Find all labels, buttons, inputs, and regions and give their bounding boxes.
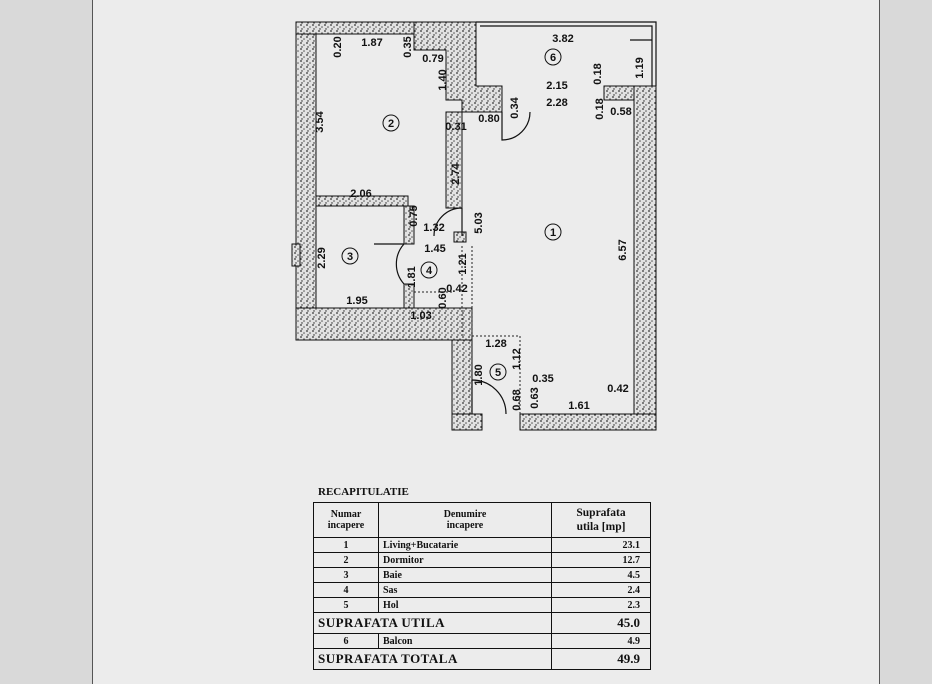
row-area: 4.9 — [551, 633, 651, 649]
row-area: 2.4 — [551, 582, 651, 598]
useful-area-label: SUPRAFATA UTILA — [313, 612, 552, 634]
row-num: 5 — [313, 597, 379, 613]
total-area-value: 49.9 — [551, 648, 651, 670]
table-row: 5 Hol 2.3 — [313, 597, 651, 613]
row-area: 12.7 — [551, 552, 651, 568]
row-num: 4 — [313, 582, 379, 598]
row-name: Living+Bucatarie — [378, 537, 552, 553]
total-area-row: SUPRAFATA TOTALA 49.9 — [313, 648, 651, 670]
balcony-row: 6 Balcon 4.9 — [313, 633, 651, 649]
table-row: 2 Dormitor 12.7 — [313, 552, 651, 568]
row-num: 3 — [313, 567, 379, 583]
row-name: Baie — [378, 567, 552, 583]
row-name: Hol — [378, 597, 552, 613]
row-area: 2.3 — [551, 597, 651, 613]
row-num: 1 — [313, 537, 379, 553]
row-name: Balcon — [378, 633, 552, 649]
useful-area-value: 45.0 — [551, 612, 651, 634]
row-area: 23.1 — [551, 537, 651, 553]
row-area: 4.5 — [551, 567, 651, 583]
row-name: Sas — [378, 582, 552, 598]
row-num: 6 — [313, 633, 379, 649]
table-row: 4 Sas 2.4 — [313, 582, 651, 598]
table-row: 3 Baie 4.5 — [313, 567, 651, 583]
total-area-label: SUPRAFATA TOTALA — [313, 648, 552, 670]
row-name: Dormitor — [378, 552, 552, 568]
recap-title: RECAPITULATIE — [318, 486, 409, 498]
useful-area-row: SUPRAFATA UTILA 45.0 — [313, 612, 651, 634]
table-row: 1 Living+Bucatarie 23.1 — [313, 537, 651, 553]
row-num: 2 — [313, 552, 379, 568]
